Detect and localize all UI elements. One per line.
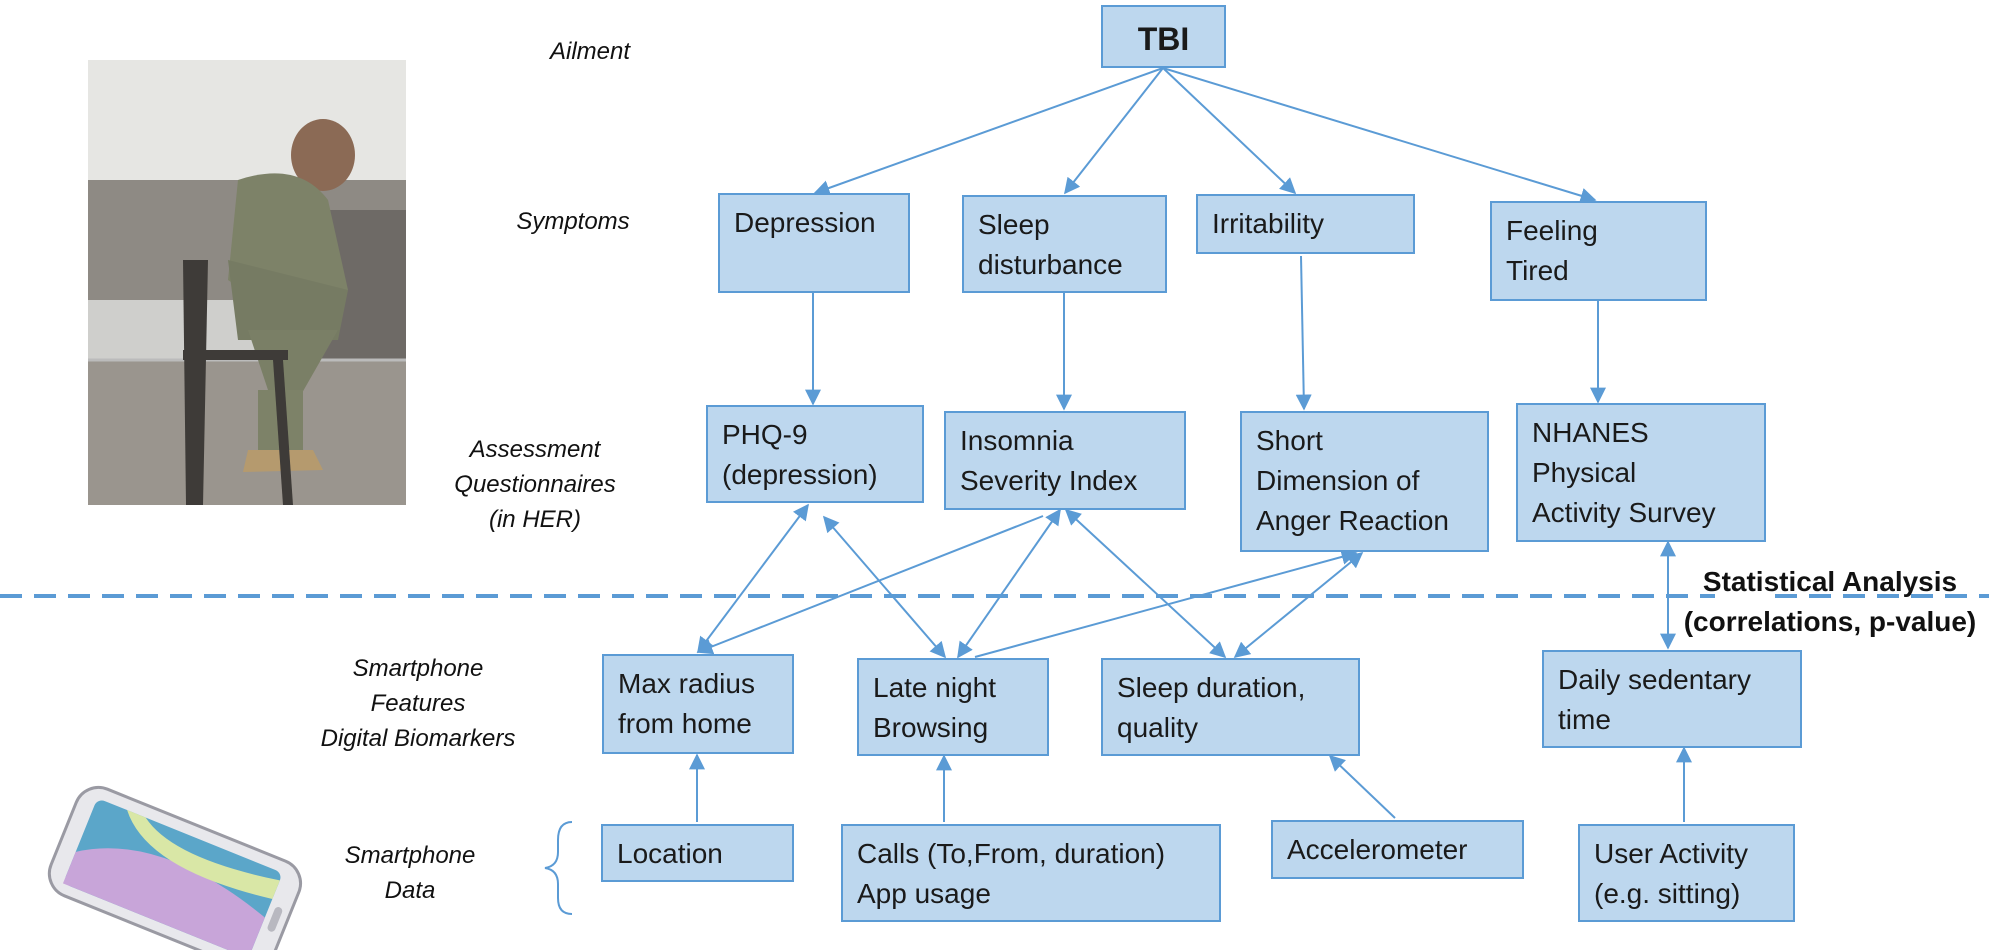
box-phq9: PHQ-9(depression) <box>706 405 924 503</box>
arrow-tbi-depression <box>813 67 1164 196</box>
box-calls: Calls (To,From, duration)App usage <box>841 824 1221 922</box>
arrow-sleepdur-insomnia <box>1064 508 1227 659</box>
statistical-analysis-label: Statistical Analysis(correlations, p-val… <box>1683 566 1977 637</box>
box-depression: Depression <box>718 193 910 293</box>
box-user-activity: User Activity(e.g. sitting) <box>1578 824 1795 922</box>
soldier-photo <box>88 60 406 505</box>
label-symptoms: Symptoms <box>516 208 630 235</box>
arrow-irritability-anger <box>1295 255 1312 411</box>
arrow-radius-phq <box>697 503 809 654</box>
box-sleep-duration: Sleep duration,quality <box>1101 658 1360 756</box>
box-accelerometer: Accelerometer <box>1271 820 1524 879</box>
box-irritability: Irritability <box>1196 194 1415 254</box>
arrow-accel-sleepdur <box>1328 754 1396 819</box>
arrow-browsing-phq <box>822 515 947 659</box>
box-location: Location <box>601 824 794 882</box>
arrow-tbi-tired <box>1162 67 1597 204</box>
arrow-tbi-sleep <box>1064 67 1164 195</box>
curly-brace <box>544 821 573 915</box>
arrow-browsing-insomnia <box>957 508 1061 659</box>
arrow-tbi-irritability <box>1162 67 1297 195</box>
label-ailment: Ailment <box>549 38 631 65</box>
arrow-sleepdur-anger <box>1233 551 1364 659</box>
smartphone-image <box>47 785 303 950</box>
box-tbi: TBI <box>1101 5 1226 68</box>
